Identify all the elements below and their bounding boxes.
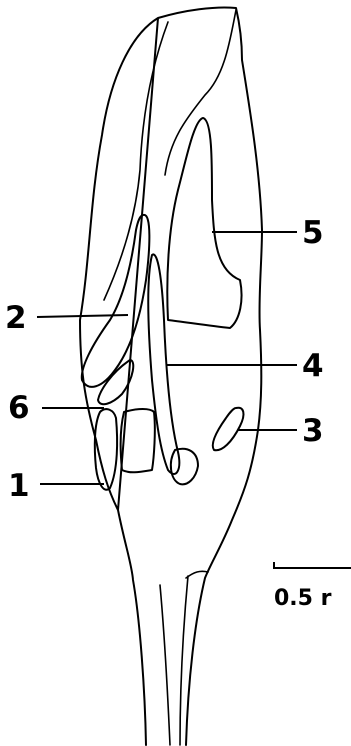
scale-bar-label: 0.5 r: [274, 586, 332, 611]
chamber-5: [167, 118, 241, 328]
label-4: 4: [302, 348, 324, 384]
column-base: [171, 449, 198, 485]
inner-left-ridge: [104, 22, 168, 300]
label-2: 2: [5, 300, 27, 336]
label-5: 5: [302, 215, 324, 251]
leader-line-2: [37, 315, 128, 317]
specimen-outline: [80, 7, 262, 745]
label-3: 3: [302, 413, 324, 449]
label-6: 6: [8, 390, 30, 426]
scale-bar: [274, 562, 351, 568]
chamber-3: [213, 408, 244, 451]
inner-right-ridge: [165, 10, 236, 175]
label-1: 1: [8, 468, 30, 504]
stalk-fibre-left: [160, 585, 170, 745]
